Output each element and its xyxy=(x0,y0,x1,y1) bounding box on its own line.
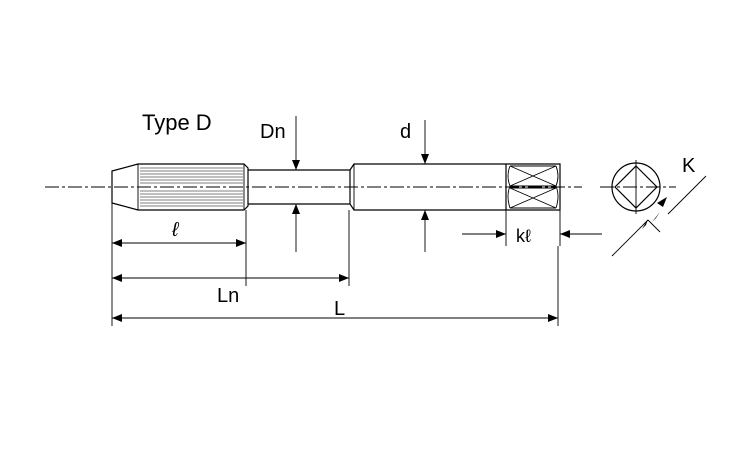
d-label: d xyxy=(400,121,411,143)
k-dimension xyxy=(611,175,707,257)
ln-label: Ln xyxy=(217,285,239,307)
kl-label: kℓ xyxy=(516,226,531,246)
type-title: Type D xyxy=(142,110,212,135)
thread-length-label: ℓ xyxy=(171,219,180,241)
end-view xyxy=(611,160,661,214)
kl-dimension xyxy=(462,210,602,246)
tap-body xyxy=(111,163,561,211)
thread-hatching xyxy=(140,167,243,207)
dn-label: Dn xyxy=(260,121,286,143)
k-label: K xyxy=(682,155,696,177)
L-dimension xyxy=(112,314,558,322)
L-label: L xyxy=(334,298,345,320)
ln-dimension xyxy=(112,274,349,282)
d-dimension xyxy=(421,120,429,252)
l-dimension xyxy=(112,239,246,247)
dn-dimension xyxy=(292,116,300,252)
